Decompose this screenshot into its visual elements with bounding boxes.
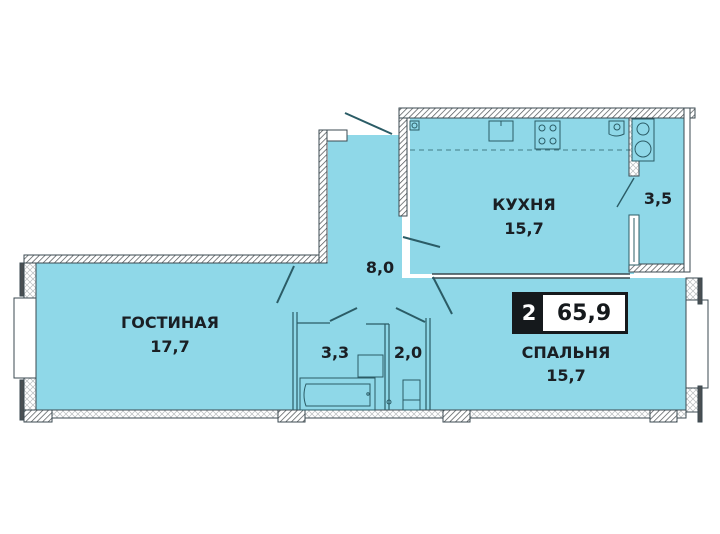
bath-door bbox=[329, 307, 358, 322]
walls bbox=[13, 107, 709, 423]
wall-hall-left bbox=[318, 129, 328, 264]
window-left bbox=[13, 297, 37, 379]
wall-bottom bbox=[23, 409, 687, 419]
wall-living-top bbox=[23, 254, 328, 264]
wc-door bbox=[395, 307, 426, 323]
wall-kitchen-left bbox=[398, 117, 408, 217]
wall-bottom-pier-1 bbox=[23, 409, 53, 423]
bedroom-door bbox=[432, 276, 453, 315]
bath-sink-icon bbox=[357, 354, 384, 378]
kitchen-fixtures bbox=[409, 118, 655, 266]
room-labels: КУХНЯ 15,7 ГОСТИНАЯ 17,7 СПАЛЬНЯ 15,7 8,… bbox=[121, 189, 672, 385]
washer-icon bbox=[631, 118, 655, 162]
wall-bottom-pier-2 bbox=[277, 409, 306, 423]
toilet-icon bbox=[402, 379, 421, 411]
wall-kitchen-top bbox=[398, 107, 696, 119]
hall-area: 8,0 bbox=[366, 258, 394, 277]
living-room-floor bbox=[36, 262, 296, 412]
balcony-area: 3,5 bbox=[644, 189, 672, 208]
window-right bbox=[685, 299, 709, 389]
bedroom-name: СПАЛЬНЯ bbox=[522, 343, 611, 362]
total-area: 65,9 bbox=[543, 295, 625, 331]
bathroom-area: 3,3 bbox=[321, 343, 349, 362]
living-name: ГОСТИНАЯ bbox=[121, 313, 219, 332]
stove-icon bbox=[534, 120, 561, 150]
bedroom-area: 15,7 bbox=[546, 366, 585, 385]
balcony-door bbox=[616, 177, 635, 208]
wall-entry-stub bbox=[326, 129, 348, 142]
bathtub-icon bbox=[299, 377, 376, 411]
kitchen-area: 15,7 bbox=[504, 219, 543, 238]
room-count: 2 bbox=[521, 301, 537, 325]
kitchen-name: КУХНЯ bbox=[492, 195, 555, 214]
floor-areas bbox=[36, 118, 686, 412]
doors bbox=[276, 112, 635, 323]
apartment-summary-badge: 2 65,9 bbox=[512, 292, 628, 334]
bath-fixtures bbox=[299, 354, 421, 411]
living-area: 17,7 bbox=[150, 337, 189, 356]
kitchen-door bbox=[402, 236, 441, 248]
kitchen-floor bbox=[410, 118, 634, 274]
boiler-icon bbox=[409, 120, 420, 131]
wall-bottom-pier-4 bbox=[649, 409, 678, 423]
entry-door bbox=[344, 112, 393, 135]
living-door bbox=[276, 265, 295, 304]
water-heater-icon bbox=[608, 120, 625, 137]
bathroom-partitions bbox=[292, 312, 431, 410]
wc-area: 2,0 bbox=[394, 343, 422, 362]
wall-right-outer bbox=[683, 107, 691, 273]
wall-bottom-pier-3 bbox=[442, 409, 471, 423]
